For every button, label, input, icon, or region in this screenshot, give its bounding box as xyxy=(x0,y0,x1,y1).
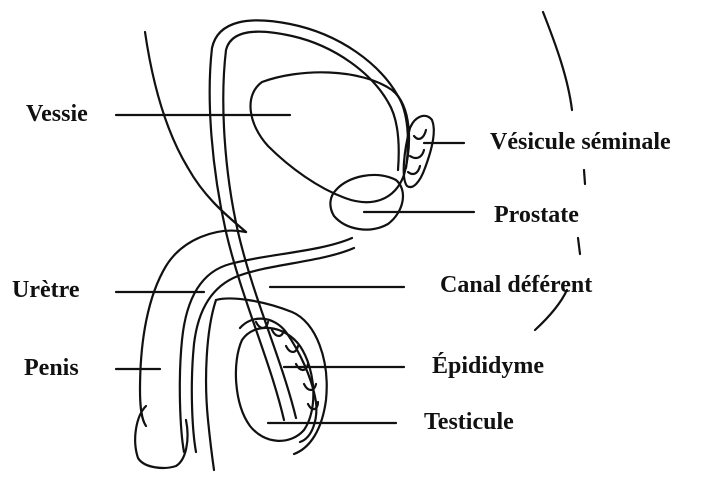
body-outline-left xyxy=(145,32,246,232)
bladder xyxy=(251,72,409,202)
seminal-vesicle-detail xyxy=(408,130,426,174)
label-penis: Penis xyxy=(24,356,79,380)
body-outline-dash-2 xyxy=(578,238,580,254)
body-outline-right xyxy=(543,12,572,110)
penis-outline-bottom xyxy=(206,300,216,470)
label-testicule: Testicule xyxy=(424,410,514,434)
label-canal-deferent: Canal déférent xyxy=(440,273,592,297)
label-vessie: Vessie xyxy=(26,102,88,126)
label-uretre: Urètre xyxy=(12,278,80,302)
label-vesicule-seminale: Vésicule séminale xyxy=(490,130,671,154)
urethra-upper xyxy=(180,238,352,452)
label-prostate: Prostate xyxy=(494,203,579,227)
penis-outline-top xyxy=(140,231,246,426)
vas-deferens-inner xyxy=(223,32,398,418)
body-outline-dash-1 xyxy=(584,170,585,184)
urethra-lower xyxy=(192,248,354,452)
vas-deferens-outer xyxy=(210,20,408,420)
label-epididyme: Épididyme xyxy=(432,354,544,378)
